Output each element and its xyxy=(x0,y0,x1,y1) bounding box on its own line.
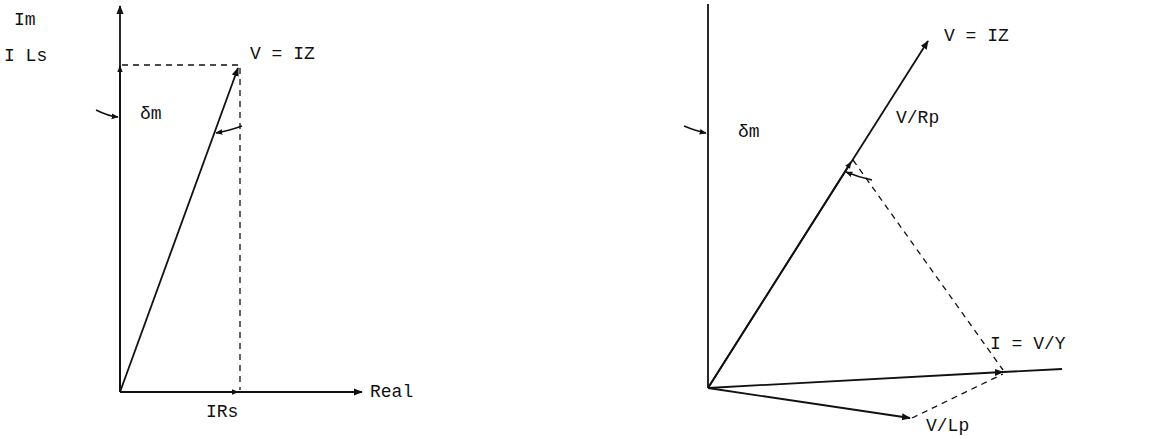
phasor-label: V/Rp xyxy=(896,108,939,128)
inductive-current xyxy=(708,388,910,418)
projection-line xyxy=(239,68,240,390)
phasor-label: Im xyxy=(14,10,36,30)
phasor-label: δm xyxy=(140,104,162,124)
phasor-label: V/Lp xyxy=(926,416,969,436)
inductive-component xyxy=(119,66,121,392)
parallelogram-line xyxy=(853,160,1003,370)
phasor-label: V = IZ xyxy=(944,26,1009,46)
phasor-label: V = IZ xyxy=(250,44,315,64)
phasor-label: I = V/Y xyxy=(990,334,1066,354)
phasor-label: IRs xyxy=(206,402,238,422)
current-phasor xyxy=(708,372,1003,388)
angle-arrow xyxy=(684,126,706,133)
current-line xyxy=(1003,369,1062,372)
imaginary-axis xyxy=(119,6,121,392)
real-axis xyxy=(120,391,362,393)
parallelogram-line xyxy=(912,374,1003,418)
projection-line xyxy=(122,64,238,65)
phasor-label: δm xyxy=(738,122,760,142)
resistive-current xyxy=(708,162,851,388)
angle-arrow xyxy=(846,172,872,180)
vertical-axis xyxy=(707,4,709,388)
voltage-phasor xyxy=(708,41,928,388)
angle-arrow xyxy=(216,126,242,133)
resistive-component xyxy=(120,391,238,393)
phasor-label: I Ls xyxy=(4,46,47,66)
angle-arrow xyxy=(96,110,118,117)
voltage-phasor xyxy=(120,68,238,392)
phasor-label: Real xyxy=(370,382,413,402)
